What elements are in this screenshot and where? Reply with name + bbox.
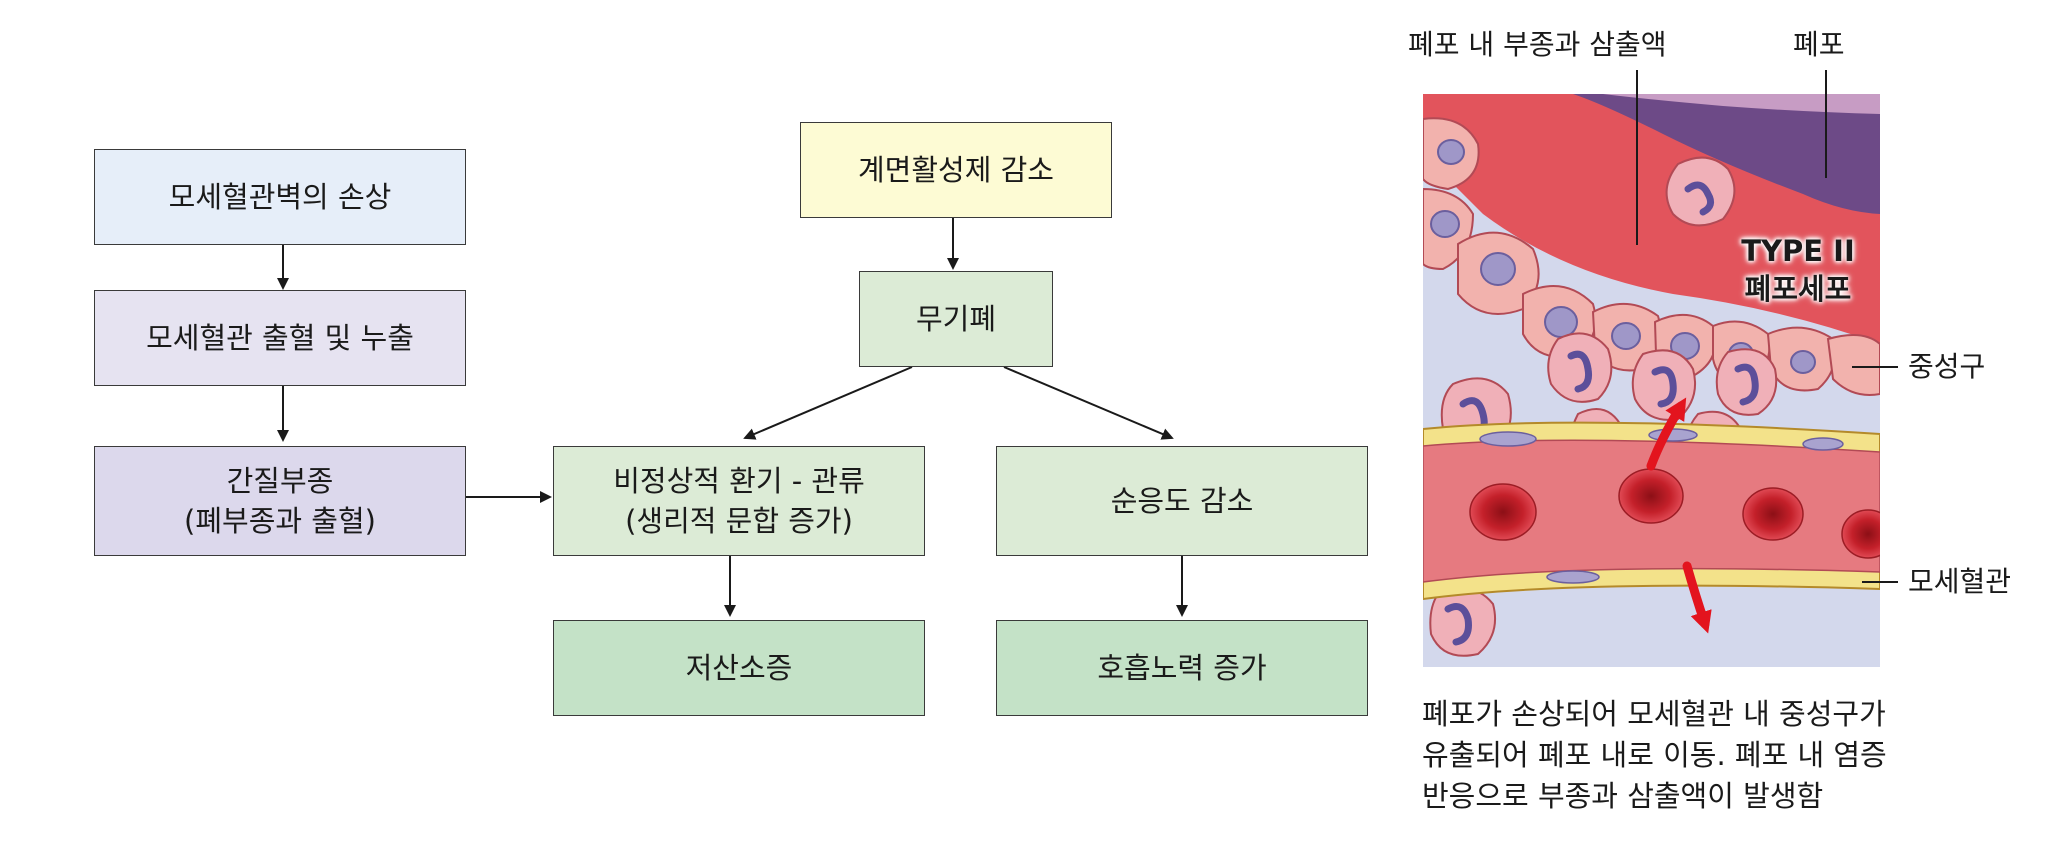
migration-arrow-down xyxy=(1682,561,1712,634)
hypoxemia-box: 저산소증 xyxy=(553,620,925,716)
capillary-bleeding-leak-box: 모세혈관 출혈 및 누출 xyxy=(94,290,466,386)
label-capillary: 모세혈관 xyxy=(1908,565,2012,598)
migration-arrow-up xyxy=(1646,397,1687,471)
label-type2-cell: TYPE II 폐포세포 xyxy=(1718,232,1878,308)
alveolus-illustration xyxy=(1423,94,1880,667)
arrow-atelectasis-to-compliance xyxy=(1003,366,1174,440)
capillary-wall-damage-box: 모세혈관벽의 손상 xyxy=(94,149,466,245)
surfactant-decrease-box: 계면활성제 감소 xyxy=(800,122,1112,218)
label-neutrophil: 중성구 xyxy=(1908,350,1986,383)
label-type2-line2: 폐포세포 xyxy=(1744,272,1852,306)
label-edema-exudate: 폐포 내 부종과 삼출액 xyxy=(1408,28,1667,61)
vq-mismatch-box: 비정상적 환기 - 관류 (생리적 문합 증가) xyxy=(553,446,925,556)
label-type2-line1: TYPE II xyxy=(1741,234,1855,268)
arrow-atelectasis-to-vq xyxy=(743,366,913,440)
compliance-decrease-box: 순응도 감소 xyxy=(996,446,1368,556)
caption-line: 유출되어 폐포 내로 이동. 폐포 내 염증 xyxy=(1422,738,1887,772)
breathing-effort-box: 호흡노력 증가 xyxy=(996,620,1368,716)
illustration-caption: 폐포가 손상되어 모세혈관 내 중성구가 유출되어 폐포 내로 이동. 폐포 내… xyxy=(1422,694,2022,817)
alveolar-space xyxy=(1573,94,1880,214)
interstitial-edema-box: 간질부종 (폐부종과 출혈) xyxy=(94,446,466,556)
caption-line: 반응으로 부종과 삼출액이 발생함 xyxy=(1422,779,1824,813)
caption-line: 폐포가 손상되어 모세혈관 내 중성구가 xyxy=(1422,697,1886,731)
red-blood-cells xyxy=(1469,468,1880,559)
label-alveolus: 폐포 xyxy=(1793,28,1845,61)
atelectasis-box: 무기폐 xyxy=(859,271,1053,367)
